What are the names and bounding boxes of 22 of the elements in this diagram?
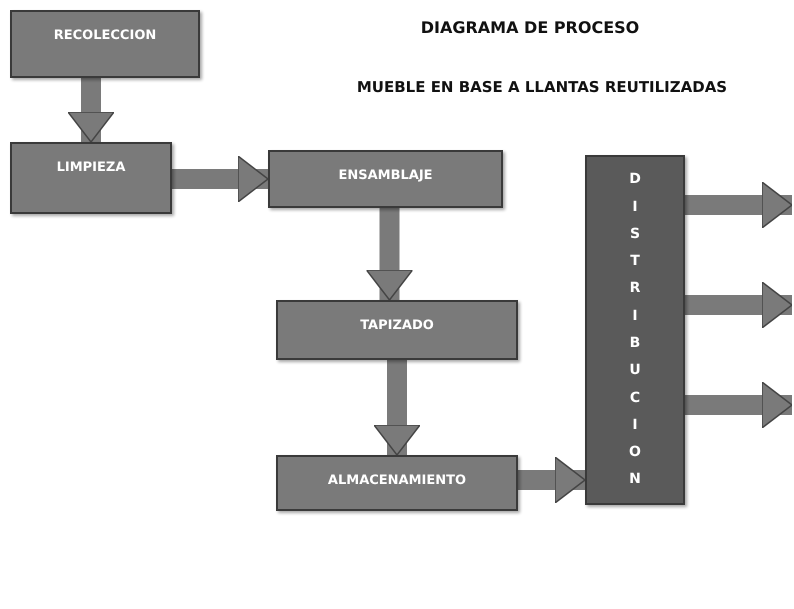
process-box	[268, 150, 503, 208]
process-box	[10, 10, 200, 78]
process-box	[10, 142, 172, 214]
block-arrow	[685, 281, 793, 329]
node-label: RECOLECCION	[54, 28, 156, 43]
block-arrow	[373, 360, 421, 456]
block-arrow	[172, 155, 269, 203]
process-box	[276, 455, 518, 511]
node-label: DISTRIBUCION	[628, 170, 642, 490]
block-arrow	[685, 181, 793, 229]
node-label: TAPIZADO	[360, 318, 434, 333]
diagram-subtitle: MUEBLE EN BASE A LLANTAS REUTILIZADAS	[356, 78, 728, 96]
diagram-title: DIAGRAMA DE PROCESO	[420, 18, 640, 37]
node-label: ENSAMBLAJE	[338, 168, 433, 183]
block-arrow	[685, 381, 793, 429]
block-arrow	[518, 456, 586, 504]
node-label: ALMACENAMIENTO	[328, 473, 466, 488]
node-label: LIMPIEZA	[56, 160, 126, 175]
block-arrow	[366, 208, 414, 301]
vertical-process-bar	[585, 155, 685, 505]
process-box	[276, 300, 518, 360]
block-arrow	[67, 78, 115, 143]
